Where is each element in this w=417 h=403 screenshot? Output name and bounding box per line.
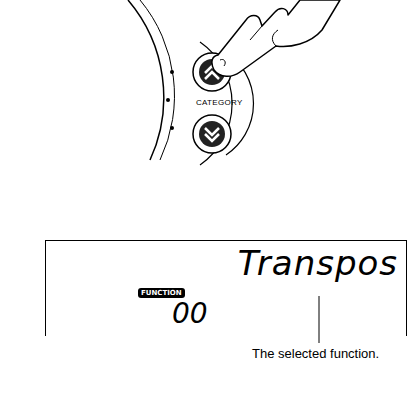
display-number: 00	[172, 297, 208, 330]
category-down-button-face	[199, 121, 225, 147]
button-label: CATEGORY	[196, 98, 243, 107]
pressing-hand	[212, 0, 340, 76]
function-tag: FUNCTION	[138, 288, 185, 298]
leader-line	[319, 296, 320, 343]
dial-rim	[140, 0, 174, 160]
dial-dot	[166, 98, 170, 102]
dial-dot	[170, 126, 174, 130]
lcd-display: TransposFUNCTION00	[45, 240, 407, 336]
callout-text: The selected function.	[252, 346, 379, 361]
finger-crease	[250, 26, 278, 46]
dial-rim	[128, 0, 164, 160]
down-arrow-icon	[205, 128, 219, 141]
category-down-button	[193, 115, 231, 153]
display-text: Transpos	[238, 243, 398, 283]
dial-dot	[170, 70, 174, 74]
fingernail	[220, 59, 225, 66]
